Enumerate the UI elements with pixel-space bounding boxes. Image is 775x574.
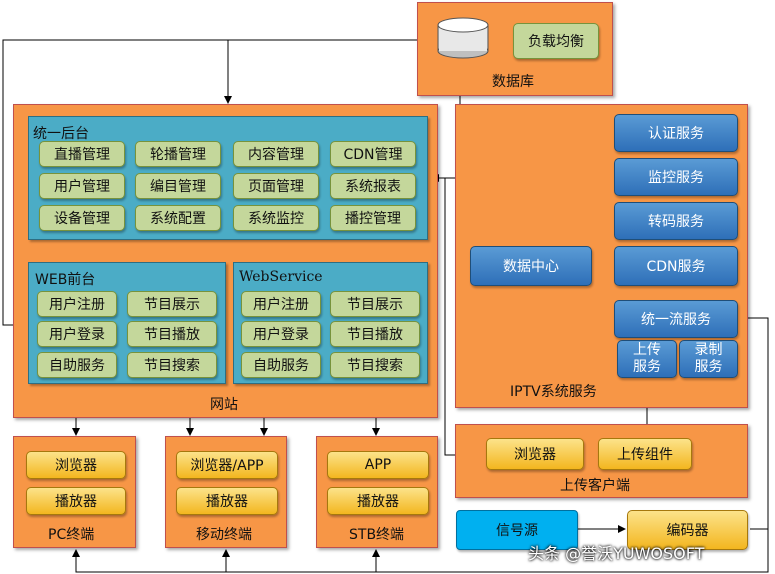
upload-browser-box: 浏览器 (486, 438, 584, 470)
web-frontend-panel: WEB前台 用户注册 节目展示 用户登录 节目播放 自助服务 节目搜索 (28, 262, 226, 384)
backend-item: 用户管理 (39, 173, 125, 199)
upload-component-box: 上传组件 (598, 438, 692, 470)
backend-item: 系统报表 (330, 173, 416, 199)
transcode-service-box: 转码服务 (614, 202, 738, 240)
mobile-player-box: 播放器 (176, 487, 278, 515)
ws-item: 自助服务 (241, 352, 321, 378)
pc-terminal-panel: 浏览器 播放器 PC终端 (13, 436, 136, 548)
backend-item: CDN管理 (330, 141, 416, 167)
backend-item: 播控管理 (330, 205, 416, 231)
web-item: 用户注册 (37, 291, 117, 317)
unified-stream-box: 统一流服务 (614, 300, 738, 338)
pc-terminal-label: PC终端 (48, 527, 95, 543)
unified-backend-title: 统一后台 (33, 126, 89, 142)
website-label: 网站 (210, 397, 238, 413)
data-center-box: 数据中心 (470, 246, 592, 286)
web-item: 节目搜索 (127, 352, 217, 378)
mobile-terminal-label: 移动终端 (196, 527, 252, 543)
web-item: 自助服务 (37, 352, 117, 378)
signal-source-box: 信号源 (456, 510, 578, 550)
record-service-box: 录制服务 (679, 340, 738, 378)
ws-item: 用户登录 (241, 321, 321, 347)
auth-service-box: 认证服务 (614, 114, 738, 152)
mobile-terminal-panel: 浏览器/APP 播放器 移动终端 (165, 436, 287, 548)
iptv-label: IPTV系统服务 (510, 384, 597, 400)
web-item: 节目展示 (127, 291, 217, 317)
stb-terminal-panel: APP 播放器 STB终端 (316, 436, 438, 548)
database-icon (436, 17, 490, 59)
monitor-service-box: 监控服务 (614, 158, 738, 196)
unified-backend-panel: 统一后台 直播管理 轮播管理 内容管理 CDN管理 用户管理 编目管理 页面管理… (28, 116, 428, 240)
upload-client-label: 上传客户端 (560, 478, 630, 494)
pc-player-box: 播放器 (26, 487, 126, 515)
backend-item: 编目管理 (135, 173, 221, 199)
database-panel: 负载均衡 数据库 (417, 2, 613, 96)
stb-app-box: APP (327, 451, 429, 479)
upload-service-box: 上传服务 (617, 340, 677, 378)
web-frontend-title: WEB前台 (35, 272, 96, 288)
encoder-box: 编码器 (627, 510, 748, 550)
web-item: 节目播放 (127, 321, 217, 347)
backend-item: 设备管理 (39, 205, 125, 231)
stb-player-box: 播放器 (327, 487, 429, 515)
load-balance-box: 负载均衡 (513, 23, 599, 59)
ws-item: 用户注册 (241, 291, 321, 317)
backend-item: 页面管理 (233, 173, 319, 199)
backend-item: 系统监控 (233, 205, 319, 231)
database-label: 数据库 (492, 74, 534, 90)
backend-item: 系统配置 (135, 205, 221, 231)
webservice-title: WebService (239, 269, 323, 285)
ws-item: 节目播放 (330, 321, 420, 347)
cdn-service-box: CDN服务 (614, 246, 738, 286)
watermark-text: 头条 @誉沃YUWOSOFT (528, 544, 705, 563)
ws-item: 节目搜索 (330, 352, 420, 378)
web-item: 用户登录 (37, 321, 117, 347)
stb-terminal-label: STB终端 (349, 527, 405, 543)
webservice-panel: WebService 用户注册 节目展示 用户登录 节目播放 自助服务 节目搜索 (233, 262, 428, 384)
ws-item: 节目展示 (330, 291, 420, 317)
mobile-browser-box: 浏览器/APP (176, 451, 278, 479)
backend-item: 轮播管理 (135, 141, 221, 167)
backend-item: 内容管理 (233, 141, 319, 167)
pc-browser-box: 浏览器 (26, 451, 126, 479)
backend-item: 直播管理 (39, 141, 125, 167)
